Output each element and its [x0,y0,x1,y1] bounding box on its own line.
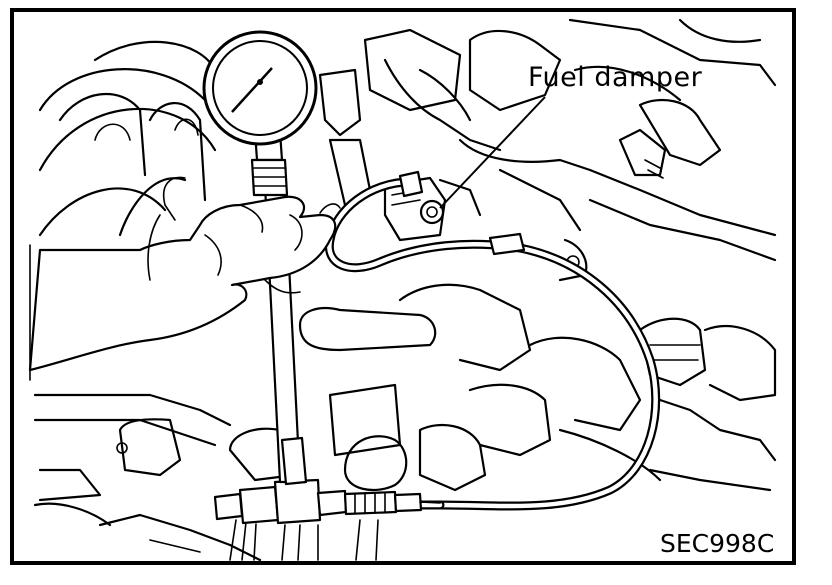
callout-leader-line [439,96,546,209]
callout: Fuel damper [439,62,703,209]
engine-background [29,18,777,562]
hand-icon [28,176,341,372]
callout-label: Fuel damper [528,62,703,93]
fuel-damper-icon [383,176,447,242]
tee-fitting [213,478,441,525]
figure-id: SEC998C [660,529,774,558]
